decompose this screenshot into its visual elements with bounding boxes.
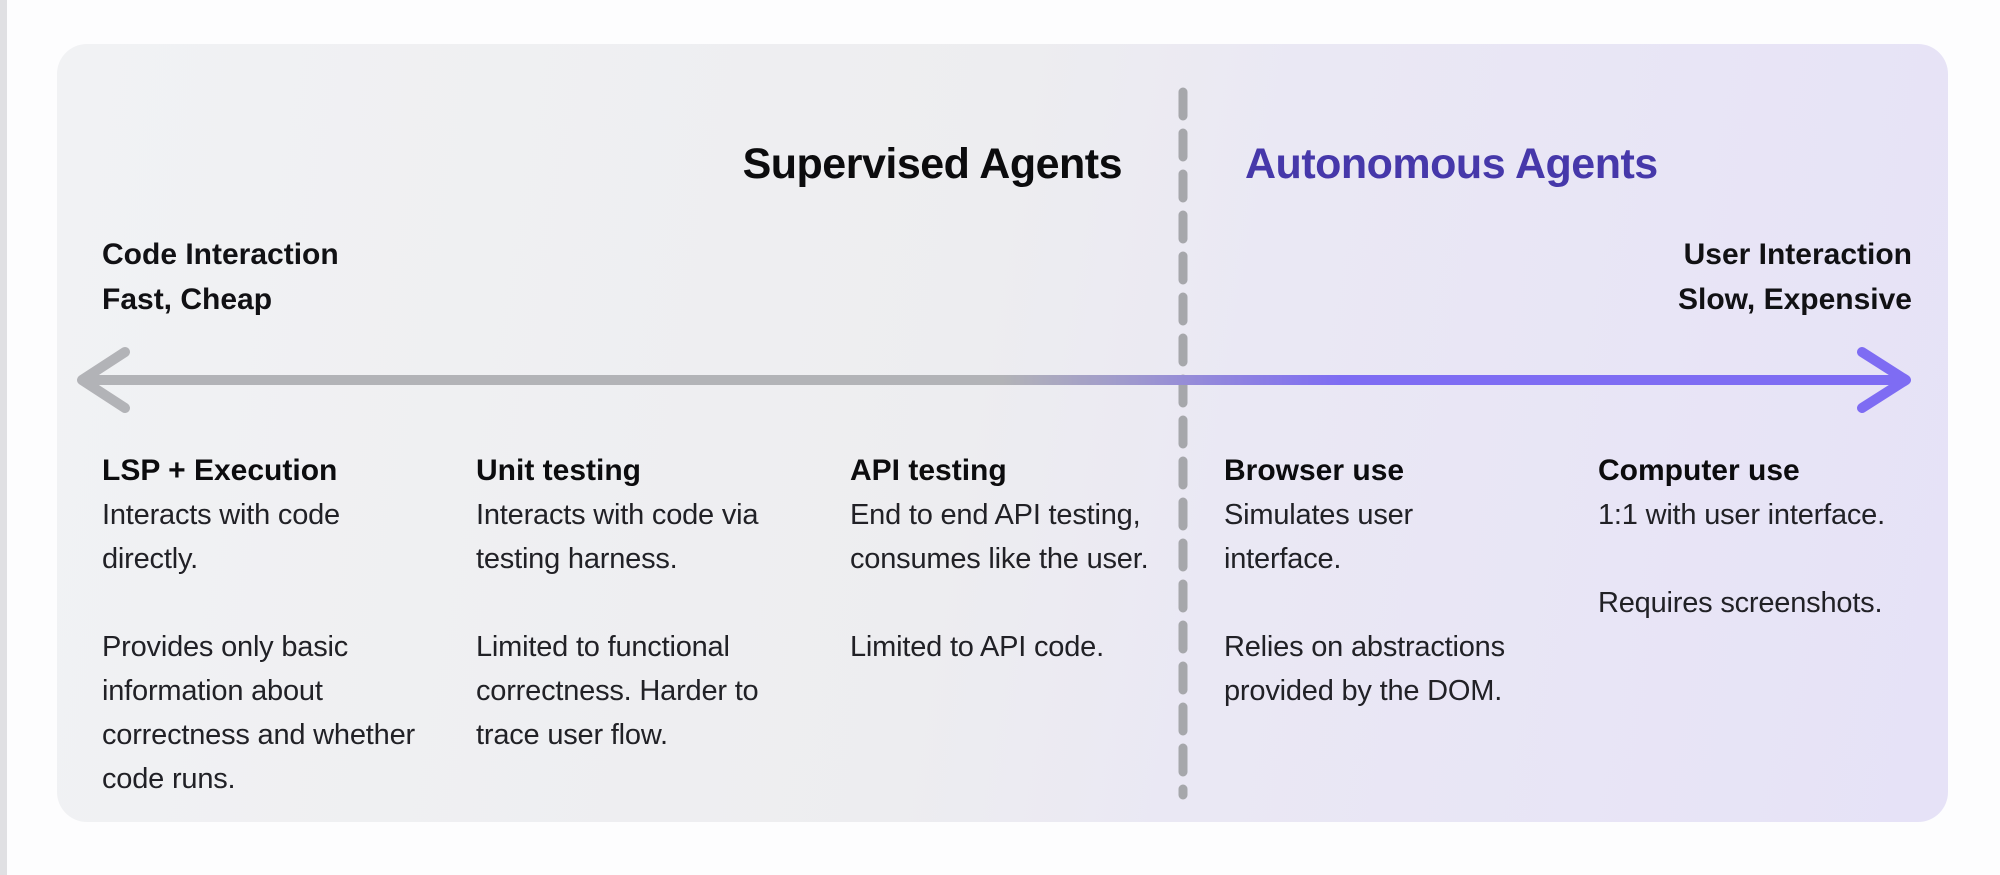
column-api-testing: API testing End to end API testing, cons… <box>850 449 1164 801</box>
column-title: Computer use <box>1598 454 1800 487</box>
column-paragraph: Interacts with code directly. <box>102 499 340 575</box>
column-paragraph: Requires screenshots. <box>1598 587 1883 619</box>
column-title: LSP + Execution <box>102 454 338 487</box>
spectrum-arrow <box>77 347 1911 413</box>
column-browser-use: Browser use Simulates user interface. Re… <box>1224 449 1538 801</box>
column-computer-use: Computer use 1:1 with user interface. Re… <box>1598 449 1912 801</box>
column-title: Unit testing <box>476 454 641 487</box>
column-paragraph: Provides only basic information about co… <box>102 631 415 795</box>
column-paragraph: Limited to functional correctness. Harde… <box>476 631 759 751</box>
column-paragraph: Relies on abstractions provided by the D… <box>1224 631 1505 707</box>
column-paragraph: End to end API testing, consumes like th… <box>850 499 1149 575</box>
column-paragraph: Interacts with code via testing harness. <box>476 499 759 575</box>
column-lsp-execution: LSP + Execution Interacts with code dire… <box>102 449 416 801</box>
column-paragraph: Simulates user interface. <box>1224 499 1413 575</box>
autonomous-agents-title: Autonomous Agents <box>1245 140 1658 188</box>
user-interaction-label: User Interaction Slow, Expensive <box>1678 238 1912 316</box>
arrowhead-right-icon <box>1857 347 1911 413</box>
supervised-agents-title: Supervised Agents <box>742 140 1123 188</box>
column-paragraph: 1:1 with user interface. <box>1598 499 1885 531</box>
method-columns: LSP + Execution Interacts with code dire… <box>102 449 1912 801</box>
column-unit-testing: Unit testing Interacts with code via tes… <box>476 449 790 801</box>
arrowhead-left-icon <box>77 347 130 413</box>
column-title: API testing <box>850 454 1007 487</box>
code-interaction-label: Code Interaction Fast, Cheap <box>102 238 339 316</box>
window-edge-strip <box>0 0 7 875</box>
column-paragraph: Limited to API code. <box>850 631 1104 663</box>
agents-spectrum-card: Supervised Agents Autonomous Agents Code… <box>57 44 1948 822</box>
column-title: Browser use <box>1224 454 1405 487</box>
